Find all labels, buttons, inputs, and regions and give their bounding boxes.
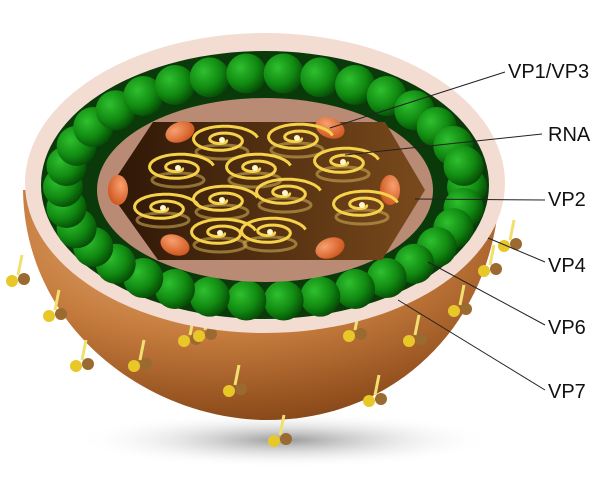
rna-segment [267, 122, 334, 159]
vp6-protein [443, 146, 484, 187]
leader-vp2 [414, 198, 546, 201]
vp6-protein [335, 269, 376, 310]
vp6-protein [263, 280, 304, 321]
vp1-vp3-protein [380, 175, 400, 205]
vp4-spike [223, 364, 247, 397]
vp6-protein [189, 276, 230, 317]
vp1-vp3-protein [165, 121, 195, 143]
leader-vp7 [397, 299, 546, 391]
vp6-protein [154, 64, 195, 105]
leader-rna [344, 133, 543, 156]
leader-lines [329, 71, 546, 391]
vp1-vp3-protein [108, 175, 128, 205]
vp4-spike [70, 339, 94, 372]
vp1-vp3-protein [160, 234, 190, 256]
vp4-spike [6, 254, 30, 287]
vp4-spike [128, 339, 152, 372]
vp4-spike [363, 374, 387, 407]
rna-segment [313, 146, 380, 183]
vp6-protein [189, 57, 230, 98]
rna-segment [148, 152, 215, 189]
vp6-protein [226, 53, 267, 94]
label-vp4: VP4 [548, 255, 586, 277]
vp6-protein [366, 257, 407, 298]
vp6-protein [154, 269, 195, 310]
vp6-proteins [43, 53, 487, 321]
rna-segment [332, 189, 399, 226]
label-vp2: VP2 [548, 189, 586, 211]
vp4-spike [448, 284, 472, 317]
vp6-protein [123, 76, 164, 117]
vp6-protein [300, 57, 341, 98]
rna-segment [255, 177, 322, 214]
vp4-spike [403, 314, 427, 347]
rna-segment [192, 124, 259, 161]
label-vp1-vp3: VP1/VP3 [508, 61, 589, 83]
vp4-spike [43, 289, 67, 322]
leader-vp6 [427, 261, 546, 326]
vp4-spike [268, 414, 292, 447]
label-vp7: VP7 [548, 381, 586, 403]
label-vp6: VP6 [548, 317, 586, 339]
rna-segment [240, 216, 307, 253]
rna-segment [133, 192, 200, 229]
vp6-protein [335, 64, 376, 105]
vp6-protein [226, 280, 267, 321]
vp6-protein [300, 276, 341, 317]
vp1-vp3-protein [315, 237, 345, 259]
rna-segments [133, 122, 399, 254]
label-rna: RNA [548, 124, 591, 146]
vp6-protein [263, 53, 304, 94]
leader-vp1-vp3 [329, 71, 506, 129]
leader-vp4 [487, 237, 546, 263]
vp4-spike [478, 244, 502, 277]
